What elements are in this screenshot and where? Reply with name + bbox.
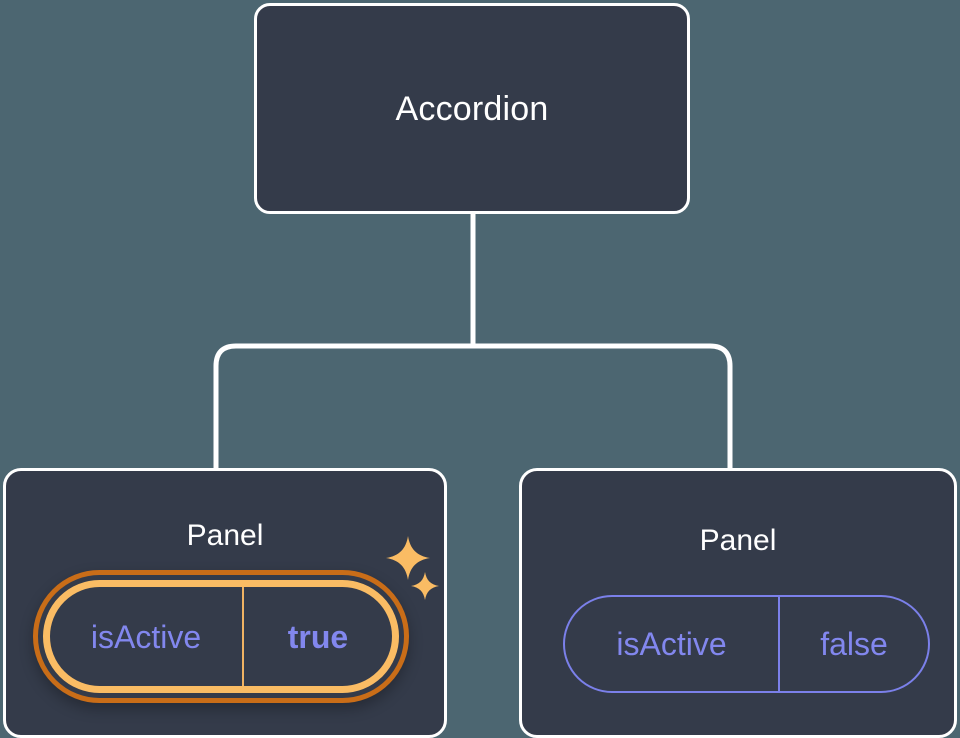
- node-panel-inactive[interactable]: Panel isActive false: [519, 468, 957, 738]
- prop-key-isactive: isActive: [565, 597, 780, 691]
- node-accordion-title: Accordion: [395, 89, 549, 128]
- prop-value-false: false: [820, 626, 888, 662]
- node-panel-active-title: Panel: [186, 519, 264, 552]
- prop-key-isactive: isActive: [50, 587, 244, 686]
- prop-pill-inner-ring: isActive true: [43, 580, 399, 693]
- node-panel-inactive-title: Panel: [699, 524, 777, 557]
- prop-pill-active-wrap: isActive true: [33, 570, 409, 710]
- prop-pill-isactive-false[interactable]: isActive false: [563, 595, 930, 693]
- prop-pill-isactive-true[interactable]: isActive true: [33, 570, 409, 703]
- prop-value-true: true: [287, 618, 349, 655]
- connector-branch: [213, 343, 733, 468]
- node-accordion[interactable]: Accordion: [254, 3, 690, 214]
